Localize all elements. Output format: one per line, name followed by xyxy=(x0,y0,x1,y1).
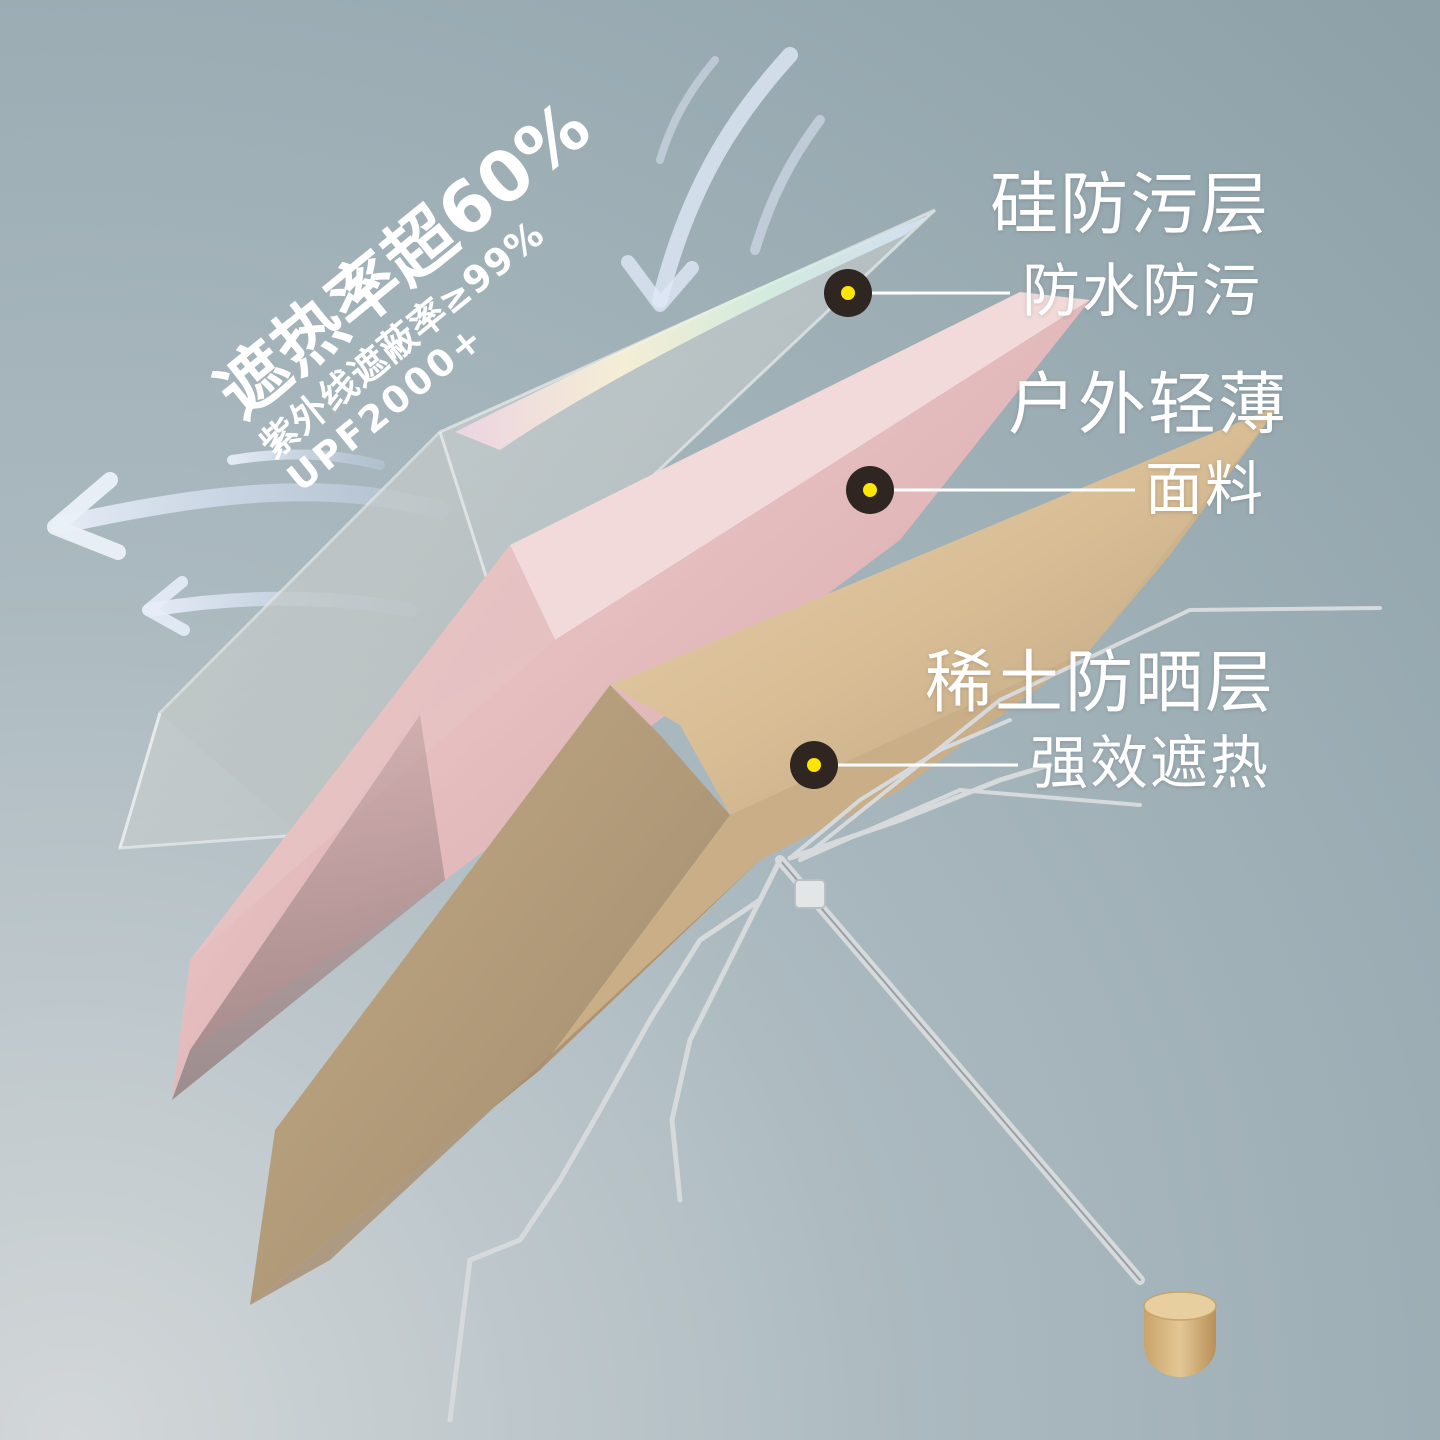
umbrella-frame xyxy=(447,606,1382,1423)
reflect-arrow-1-head xyxy=(47,472,126,560)
reflect-arrow-3 xyxy=(227,449,385,470)
reflect-arrow-2-head xyxy=(142,576,190,636)
layer-1-subtitle: 防水防污 xyxy=(1022,257,1263,325)
incoming-arrow-3 xyxy=(656,56,719,164)
layer-2-title: 户外轻薄 xyxy=(1008,366,1289,445)
leader-lines xyxy=(814,291,1135,767)
pink-fabric-layer xyxy=(172,292,1090,1100)
layer-3-subtitle: 强效遮热 xyxy=(1030,729,1271,797)
iridescent-band xyxy=(455,215,930,450)
incoming-arrow-2 xyxy=(750,115,825,255)
layer-2-subtitle: 面料 xyxy=(1145,455,1266,523)
layer-1-title: 硅防污层 xyxy=(990,166,1271,245)
beige-fabric-layer xyxy=(250,405,1280,1305)
markers xyxy=(790,269,894,789)
layer-3-title: 稀土防晒层 xyxy=(925,644,1276,723)
heat-arrows xyxy=(47,47,825,636)
wooden-handle xyxy=(1143,1291,1217,1377)
incoming-arrow-1-head xyxy=(621,255,699,312)
incoming-arrow-1 xyxy=(652,47,798,308)
